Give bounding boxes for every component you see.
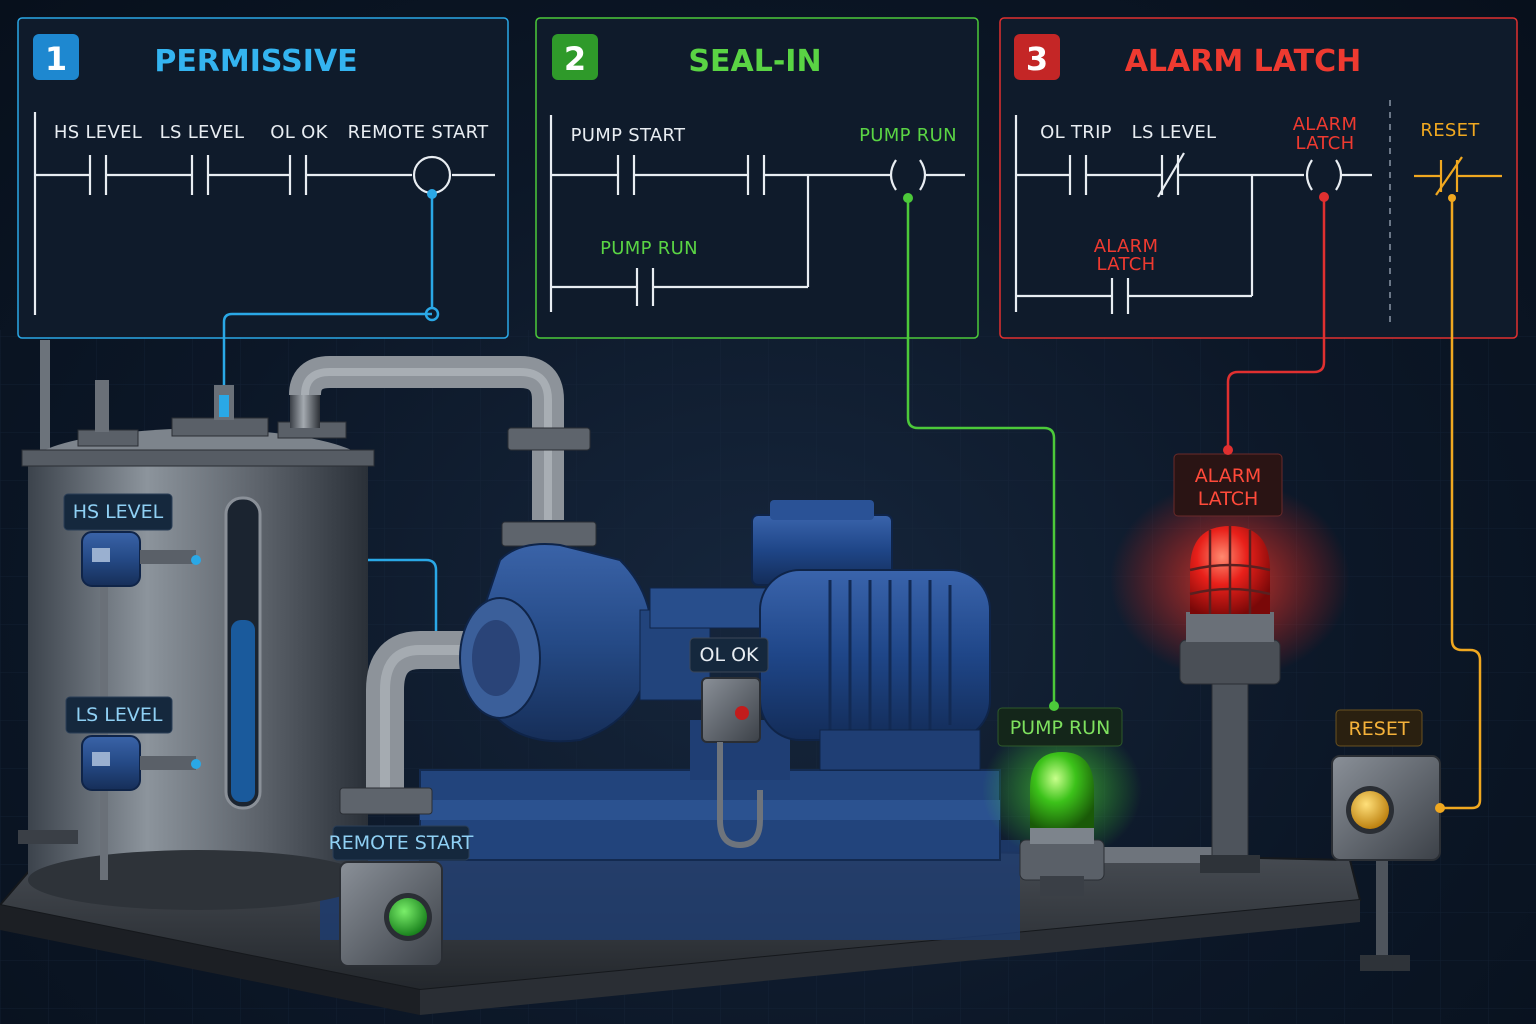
contact-label-hs-level: HS LEVEL — [54, 122, 142, 143]
branch-label-alarm-line2: LATCH — [1097, 254, 1156, 275]
panel-alarm-latch: 3 ALARM LATCH OL TRIP LS LEVEL ALARM L — [999, 17, 1518, 339]
motor-icon — [751, 500, 991, 771]
panel-2-badge — [552, 34, 598, 80]
contact-label-ol-trip: OL TRIP — [1040, 122, 1112, 143]
panel-2-title: SEAL-IN — [688, 44, 821, 79]
panel-2-number: 2 — [564, 40, 586, 78]
pushbutton-station-icon — [1331, 755, 1445, 971]
panel-3-number: 3 — [1026, 40, 1048, 78]
panel-3-badge — [1014, 34, 1060, 80]
overload-relay-box — [701, 677, 763, 849]
tag-hs-level: HS LEVEL — [63, 493, 173, 531]
tag-pump-run: PUMP RUN — [997, 701, 1123, 747]
tank-icon — [18, 340, 375, 910]
coil-label-alarm-line2: LATCH — [1296, 133, 1355, 154]
tag-label-alarm-line2: LATCH — [1198, 488, 1259, 510]
beacon-light-icon — [982, 720, 1142, 896]
contact-label-ol-ok: OL OK — [270, 122, 328, 143]
tag-ol-ok: OL OK — [689, 637, 769, 673]
tag-label-ol-ok: OL OK — [700, 644, 760, 666]
beacon-light-icon — [1110, 480, 1350, 873]
panel-permissive: 1 PERMISSIVE HS LEVEL LS LEVEL OL OK REM… — [17, 17, 509, 339]
pushbutton-station-icon — [339, 861, 443, 967]
panel-seal-in: 2 SEAL-IN PUMP START PUMP RUN PUMP RUN — [535, 17, 979, 339]
branch-label-pump-run: PUMP RUN — [600, 238, 698, 259]
panel-1-title: PERMISSIVE — [154, 44, 357, 79]
coil-label-pump-run: PUMP RUN — [859, 125, 957, 146]
tag-label-reset: RESET — [1349, 718, 1410, 740]
panel-1-number: 1 — [45, 40, 67, 78]
contact-label-reset: RESET — [1420, 120, 1480, 141]
tag-alarm-latch: ALARM LATCH — [1173, 445, 1283, 517]
tag-reset: RESET — [1335, 709, 1423, 747]
tag-remote-start: REMOTE START — [329, 825, 474, 861]
tag-label-alarm-line1: ALARM — [1195, 465, 1262, 487]
level-transmitter-icon — [81, 531, 201, 587]
tag-label-remote-start: REMOTE START — [329, 832, 474, 854]
branch-label-alarm-line1: ALARM — [1094, 236, 1159, 257]
contact-label-pump-start: PUMP START — [571, 125, 686, 146]
coil-label-alarm-line1: ALARM — [1293, 114, 1358, 135]
panel-3-title: ALARM LATCH — [1125, 44, 1362, 79]
tag-label-hs-level: HS LEVEL — [73, 501, 164, 523]
tag-ls-level: LS LEVEL — [65, 696, 173, 734]
tag-label-ls-level: LS LEVEL — [76, 704, 163, 726]
contact-label-remote-start: REMOTE START — [348, 122, 490, 143]
panel-1-badge — [33, 34, 79, 80]
contact-label-ls-level: LS LEVEL — [160, 122, 245, 143]
contact-label-ls-level-nc: LS LEVEL — [1132, 122, 1217, 143]
level-transmitter-icon — [81, 735, 201, 791]
tag-label-pump-run: PUMP RUN — [1010, 717, 1111, 739]
reset-nc-contact — [1414, 156, 1502, 196]
pump-icon — [459, 543, 790, 780]
